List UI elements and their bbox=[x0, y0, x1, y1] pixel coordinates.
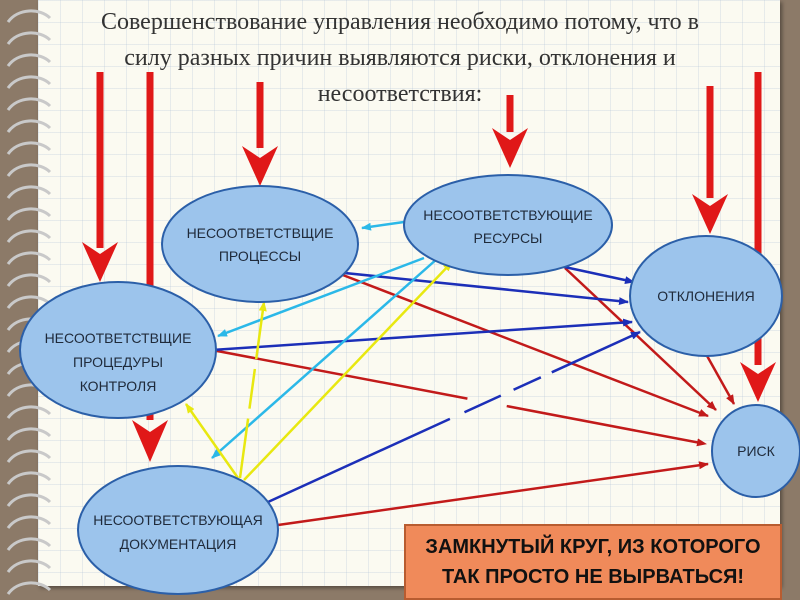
spiral-ring bbox=[6, 163, 52, 177]
node-risk: РИСК bbox=[711, 404, 800, 498]
spiral-ring bbox=[6, 251, 52, 265]
title-line-2: силу разных причин выявляются риски, отк… bbox=[124, 45, 676, 71]
node-resources-line-2: РЕСУРСЫ bbox=[474, 230, 543, 246]
arrow-procedures-to-deviations bbox=[211, 318, 633, 352]
spiral-ring bbox=[6, 207, 52, 221]
red-arrow-6 bbox=[740, 72, 776, 402]
spiral-ring bbox=[6, 515, 52, 529]
arrow-processes-to-deviations bbox=[334, 270, 629, 306]
title-line-3: несоответствия: bbox=[317, 81, 483, 107]
spiral-ring bbox=[6, 185, 52, 199]
arrow-processes-to-risk bbox=[334, 270, 709, 418]
spiral-ring bbox=[6, 53, 52, 67]
page-title: Совершенствование управления необходимо … bbox=[10, 4, 790, 112]
spiral-ring bbox=[6, 9, 52, 23]
node-risk-line-1: РИСК bbox=[737, 443, 776, 459]
arrow-resources-to-deviations bbox=[559, 264, 635, 285]
node-procedures-line-2: ПРОЦЕДУРЫ bbox=[73, 354, 163, 370]
conclusion-banner: ЗАМКНУТЫЙ КРУГ, ИЗ КОТОРОГО ТАК ПРОСТО Н… bbox=[404, 524, 782, 600]
node-processes-line-1: НЕСООТВЕТСТВЩИЕ bbox=[187, 225, 334, 241]
spiral-ring bbox=[6, 559, 52, 573]
spiral-ring bbox=[6, 119, 52, 133]
arrow-documentation-to-procedures bbox=[184, 403, 240, 479]
red-arrow-1 bbox=[82, 72, 118, 282]
node-deviations-line-1: ОТКЛОНЕНИЯ bbox=[657, 288, 754, 304]
arrow-procedures-to-risk bbox=[211, 348, 707, 447]
node-documentation-line-2: ДОКУМЕНТАЦИЯ bbox=[120, 536, 237, 552]
arrow-documentation-to-resources bbox=[243, 261, 453, 481]
node-documentation: НЕСООТВЕТСТВУЮЩАЯ ДОКУМЕНТАЦИЯ bbox=[77, 465, 279, 595]
spiral-ring bbox=[6, 31, 52, 45]
spiral-ring bbox=[6, 449, 52, 463]
node-procedures: НЕСООТВЕТСТВЩИЕ ПРОЦЕДУРЫ КОНТРОЛЯ bbox=[19, 281, 217, 419]
arrow-deviations-to-risk bbox=[704, 353, 736, 405]
spiral-ring bbox=[6, 493, 52, 507]
banner-line-1: ЗАМКНУТЫЙ КРУГ, ИЗ КОТОРОГО bbox=[425, 536, 761, 558]
spiral-ring bbox=[6, 273, 52, 287]
red-arrow-5 bbox=[692, 86, 728, 234]
node-processes-line-2: ПРОЦЕССЫ bbox=[219, 248, 301, 264]
arrow-documentation-to-deviations bbox=[267, 330, 641, 504]
node-procedures-line-3: КОНТРОЛЯ bbox=[80, 378, 157, 394]
spiral-ring bbox=[6, 405, 52, 419]
spiral-ring bbox=[6, 141, 52, 155]
spiral-ring bbox=[6, 427, 52, 441]
spiral-ring bbox=[6, 471, 52, 485]
spiral-ring bbox=[6, 229, 52, 243]
title-line-1: Совершенствование управления необходимо … bbox=[100, 9, 700, 35]
spiral-ring bbox=[6, 97, 52, 111]
banner-line-2: ТАК ПРОСТО НЕ ВЫРВАТЬСЯ! bbox=[441, 566, 745, 588]
arrow-documentation-to-risk bbox=[277, 461, 709, 527]
arrow-resources-to-processes bbox=[361, 220, 405, 231]
node-processes: НЕСООТВЕТСТВЩИЕ ПРОЦЕССЫ bbox=[161, 185, 359, 303]
arrow-resources-to-procedures bbox=[217, 256, 425, 338]
node-deviations: ОТКЛОНЕНИЯ bbox=[629, 235, 783, 357]
spiral-ring bbox=[6, 581, 52, 595]
node-procedures-line-1: НЕСООТВЕТСТВЩИЕ bbox=[45, 330, 192, 346]
arrow-resources-to-documentation bbox=[211, 257, 439, 459]
spiral-ring bbox=[6, 75, 52, 89]
node-documentation-line-1: НЕСООТВЕТСТВУЮЩАЯ bbox=[93, 512, 263, 528]
node-resources-line-1: НЕСООТВЕТСТВУЮЩИЕ bbox=[423, 207, 592, 223]
red-arrow-3 bbox=[242, 82, 278, 186]
red-arrow-4 bbox=[492, 95, 528, 168]
node-resources: НЕСООТВЕТСТВУЮЩИЕ РЕСУРСЫ bbox=[403, 174, 613, 276]
arrow-documentation-to-processes bbox=[238, 301, 267, 479]
spiral-ring bbox=[6, 537, 52, 551]
